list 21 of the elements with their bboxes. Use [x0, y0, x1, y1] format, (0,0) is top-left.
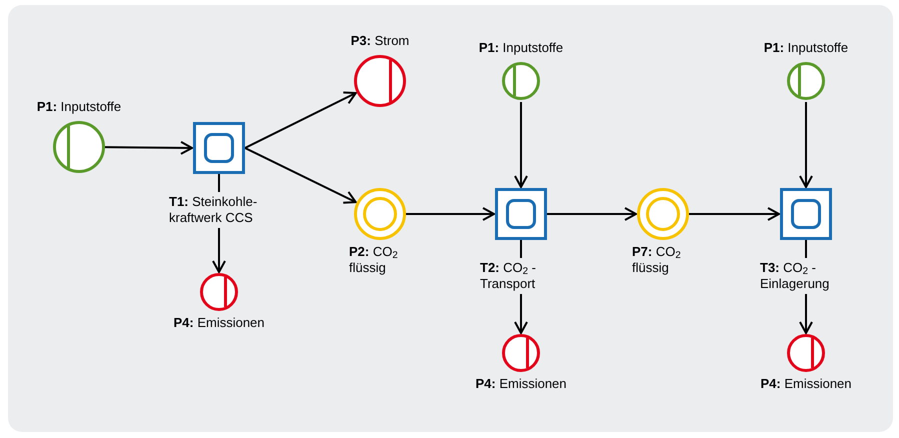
arrow	[514, 102, 528, 188]
node-label: P4: Emissionen	[760, 376, 852, 392]
arrow	[212, 228, 226, 273]
node-label: P4: Emissionen	[475, 376, 567, 392]
node-label: T1: Steinkohle- kraftwerk CCS	[169, 194, 258, 226]
arrow	[104, 140, 193, 155]
node-label: P1: Inputstoffe	[764, 40, 848, 56]
arrow	[547, 207, 637, 221]
arrow	[689, 207, 780, 221]
node-label: P3: Strom	[350, 33, 410, 49]
node-label: P1: Inputstoffe	[478, 40, 564, 56]
arrow	[799, 294, 813, 334]
node-label: P4: Emissionen	[173, 315, 265, 331]
node-label: P7: CO$_{2}$ flüssig	[632, 244, 682, 276]
node-label: P2: CO$_{2}$ flüssig	[349, 244, 399, 276]
arrow	[799, 102, 813, 188]
node-label: T2: CO$_{2}$ - Transport	[480, 260, 538, 292]
node-label: T3: CO$_{2}$ - Einlagerung	[760, 260, 830, 292]
arrow	[514, 294, 528, 334]
arrow	[406, 207, 495, 221]
node-label: P1: Inputstoffe	[36, 99, 122, 115]
